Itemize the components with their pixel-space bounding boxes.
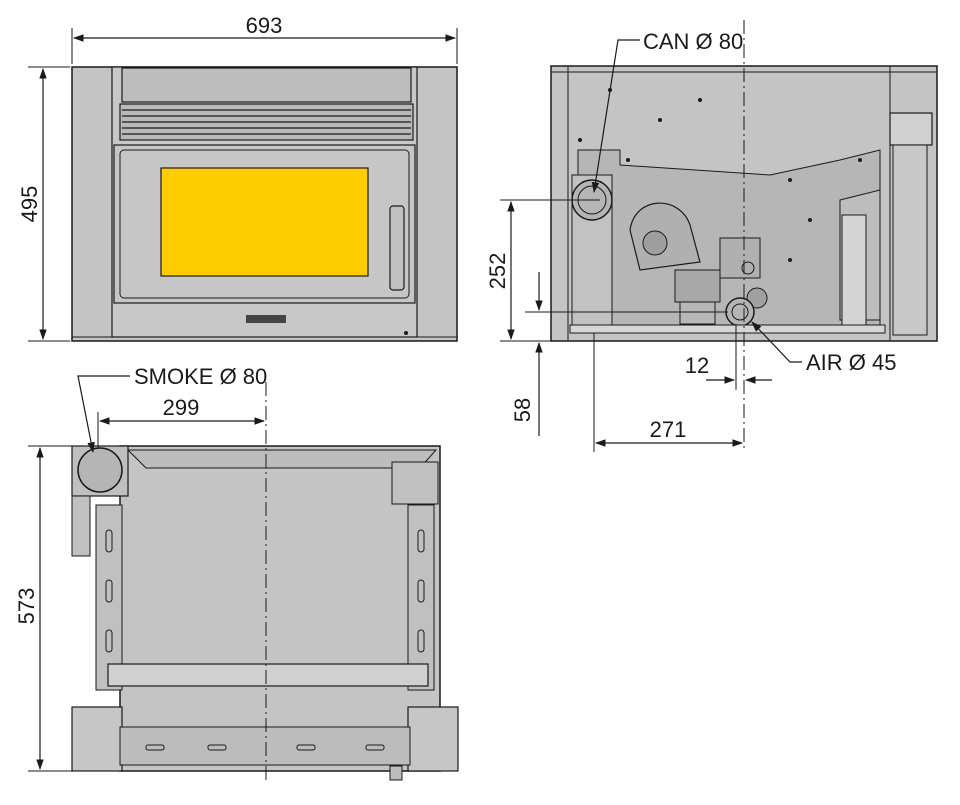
top-body: [119, 445, 441, 772]
front-height-label: 495: [17, 186, 42, 223]
side-view: CAN Ø 80 AIR Ø 45 252 58 12 271: [485, 20, 938, 452]
door-handle: [389, 205, 405, 291]
top-view: SMOKE Ø 80 299 573: [14, 364, 459, 781]
air-label: AIR Ø 45: [806, 350, 896, 375]
air-inlet: [725, 297, 755, 327]
can-label: CAN Ø 80: [643, 29, 743, 54]
smoke-outlet: [77, 447, 123, 493]
dim-12-label: 12: [685, 353, 709, 378]
front-view: 693 495: [17, 13, 458, 342]
dim-252-label: 252: [485, 253, 510, 290]
dim-299-label: 299: [163, 395, 200, 420]
dim-271-label: 271: [650, 417, 687, 442]
smoke-label: SMOKE Ø 80: [134, 364, 267, 389]
fire-glass: [160, 167, 369, 277]
dim-58-label: 58: [510, 398, 535, 422]
top-cap: [121, 67, 412, 103]
dim-573-label: 573: [14, 588, 39, 625]
front-width-label: 693: [246, 13, 283, 38]
brand-plate: [246, 315, 286, 323]
